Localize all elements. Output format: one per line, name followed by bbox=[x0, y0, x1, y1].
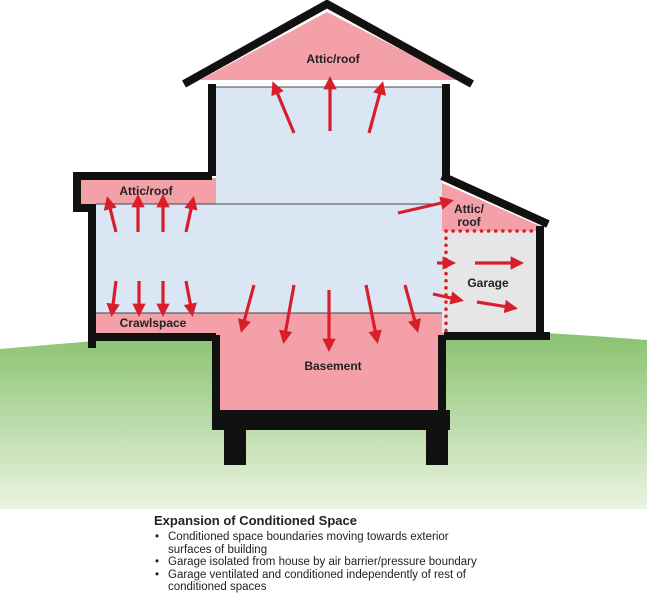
caption-title: Expansion of Conditioned Space bbox=[154, 513, 357, 528]
main-roof-outline bbox=[182, 0, 474, 88]
arrow-left-attic-1 bbox=[103, 196, 118, 233]
caption-bullets: Conditioned space boundaries moving towa… bbox=[154, 531, 624, 594]
label-attic-right-1: Attic/ bbox=[454, 202, 485, 216]
arrow-garage-4 bbox=[476, 299, 518, 314]
garage-space bbox=[442, 231, 536, 333]
house-diagram: Attic/roof Attic/roof Attic/ roof Garage… bbox=[0, 0, 647, 509]
garage-air-barrier bbox=[444, 229, 538, 336]
label-attic-main: Attic/roof bbox=[306, 52, 360, 66]
label-attic-left: Attic/roof bbox=[119, 184, 173, 198]
arrow-garage-attic bbox=[397, 196, 454, 215]
arrow-attic-right bbox=[367, 81, 387, 134]
left-conditioned-space bbox=[96, 204, 216, 313]
arrow-basement-4 bbox=[364, 284, 382, 344]
arrow-left-attic-4 bbox=[184, 196, 198, 233]
arrow-garage-3 bbox=[432, 291, 464, 305]
garage-attic bbox=[442, 183, 540, 231]
caption-bullet-1: Conditioned space boundaries moving towa… bbox=[154, 531, 468, 556]
arrow-basement-2 bbox=[279, 284, 296, 344]
crawlspace bbox=[96, 313, 216, 333]
caption-bullet-3: Garage ventilated and conditioned indepe… bbox=[154, 569, 508, 594]
arrows bbox=[103, 75, 525, 353]
arrow-crawl-4 bbox=[183, 280, 197, 317]
arrow-crawl-1 bbox=[106, 280, 120, 318]
caption: Expansion of Conditioned Space Condition… bbox=[154, 513, 624, 594]
footings bbox=[212, 410, 450, 465]
arrow-basement-1 bbox=[237, 284, 256, 333]
arrow-basement-5 bbox=[403, 284, 422, 333]
label-basement: Basement bbox=[304, 359, 361, 373]
arrow-attic-left bbox=[271, 81, 296, 134]
label-attic-right-2: roof bbox=[457, 215, 481, 229]
label-crawlspace: Crawlspace bbox=[120, 316, 187, 330]
label-garage: Garage bbox=[467, 276, 509, 290]
caption-bullet-2: Garage isolated from house by air barrie… bbox=[154, 556, 624, 569]
main-attic bbox=[200, 12, 460, 80]
